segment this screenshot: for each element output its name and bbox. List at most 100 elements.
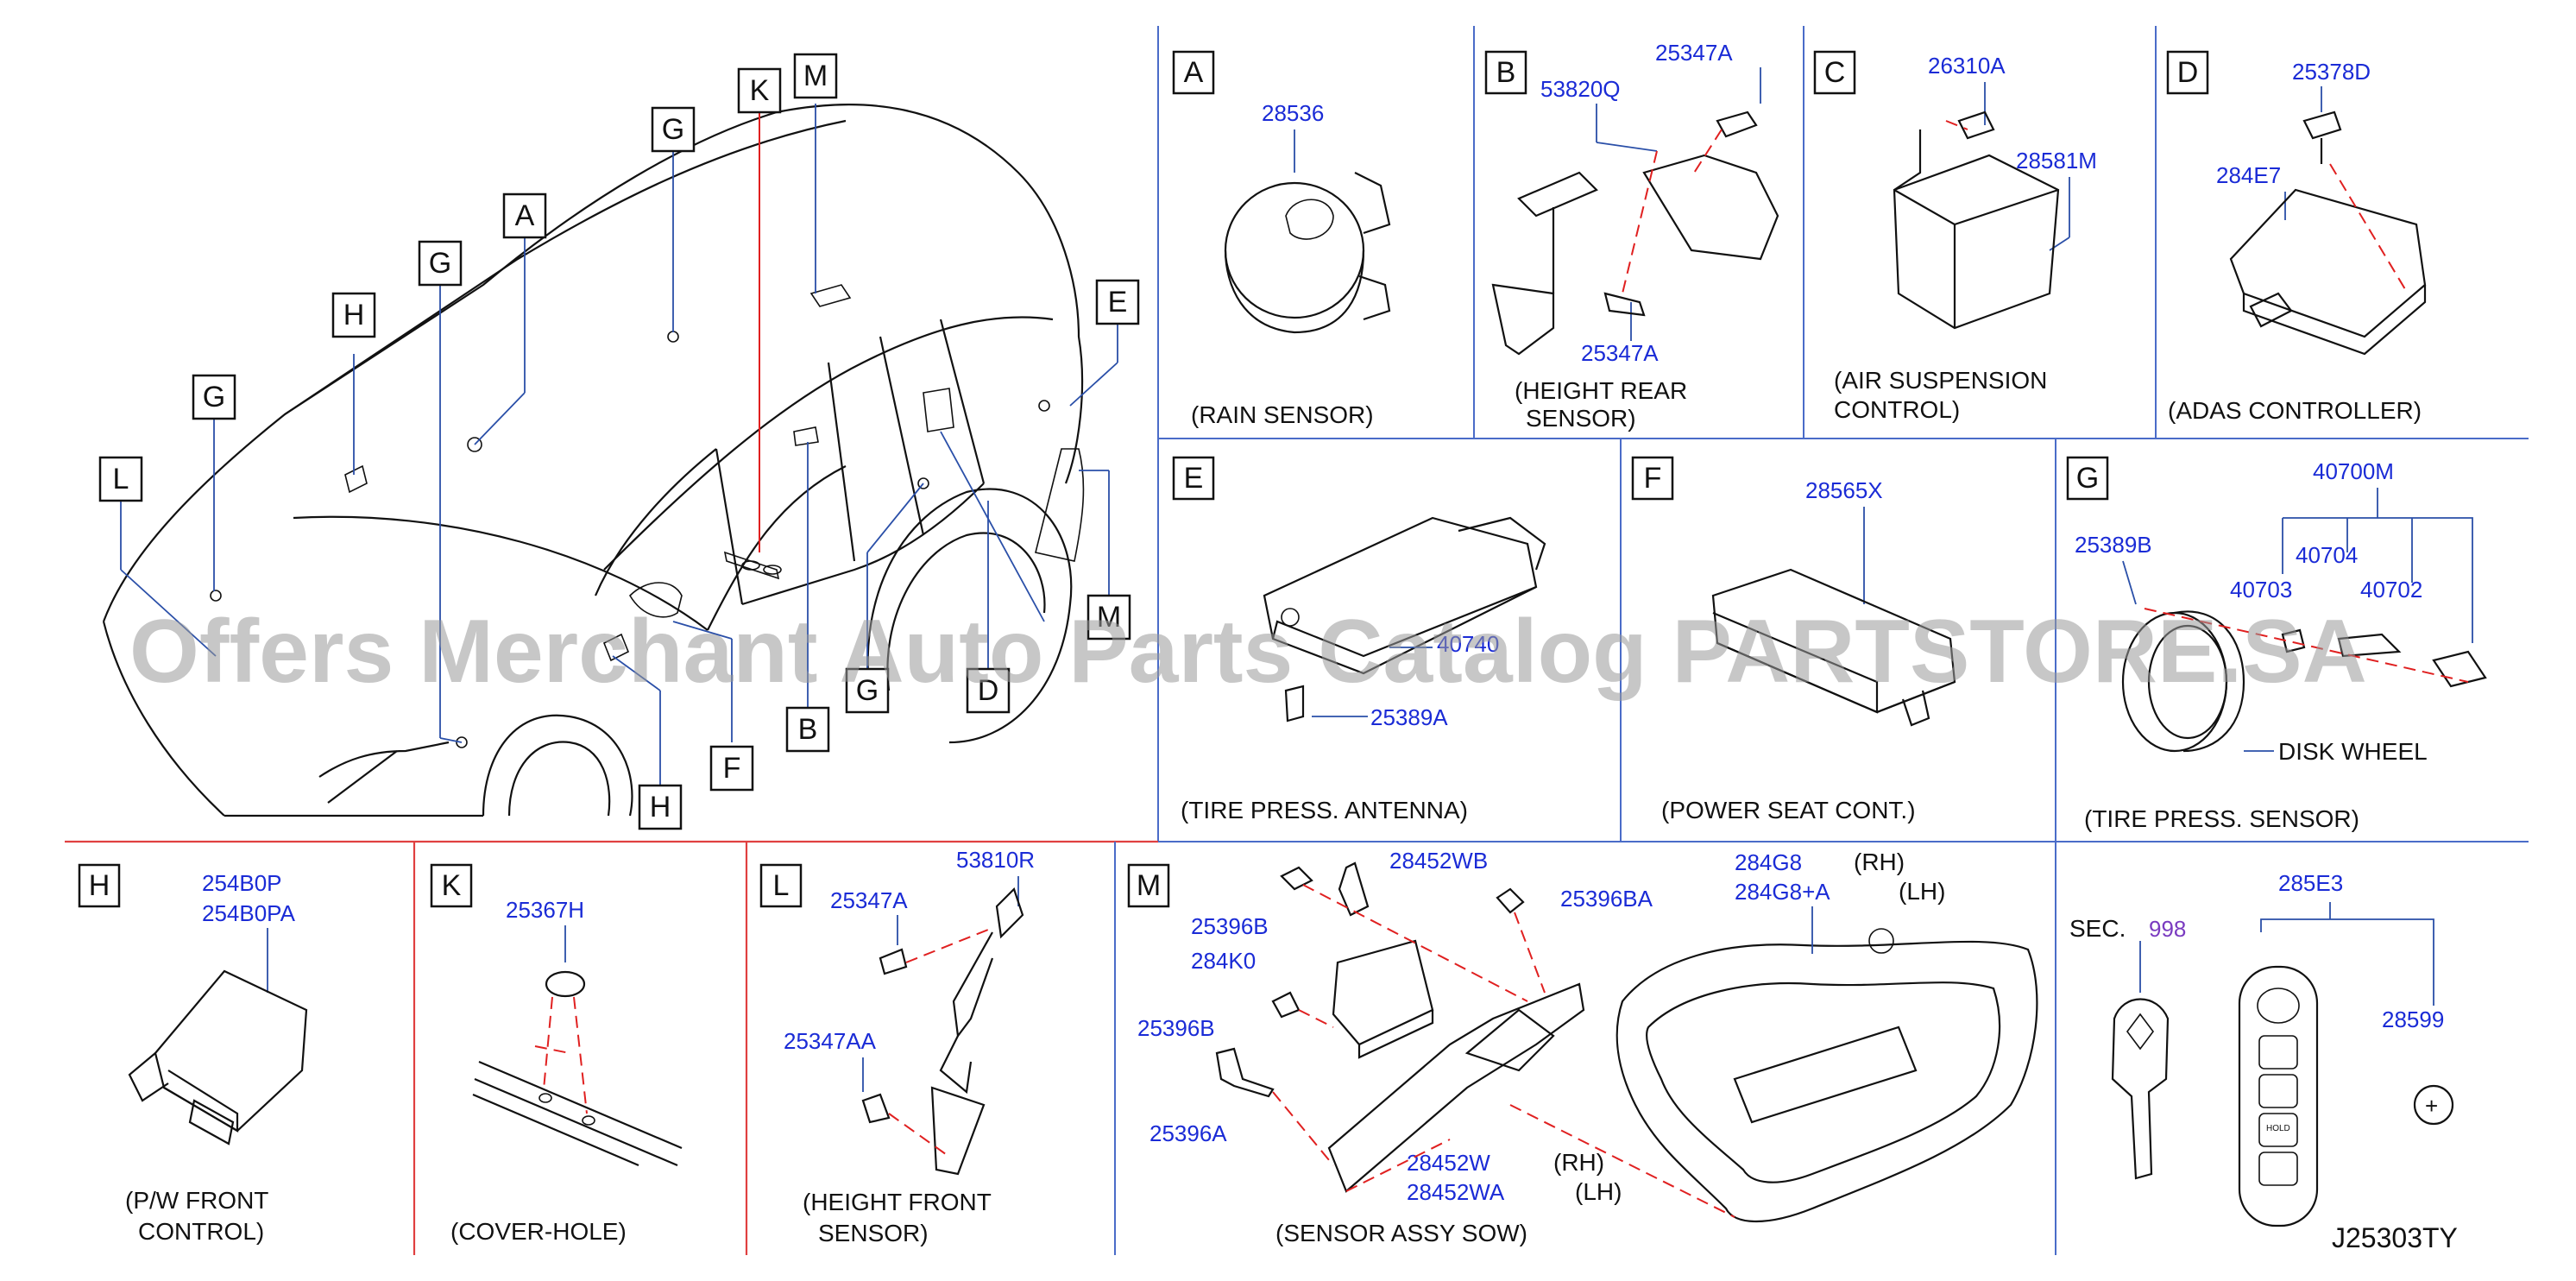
- svg-text:25347AA: 25347AA: [784, 1028, 877, 1054]
- svg-text:B: B: [1496, 56, 1516, 89]
- callout-h-bottom: H: [638, 784, 683, 830]
- svg-text:28581M: 28581M: [2016, 148, 2097, 174]
- svg-text:28452W: 28452W: [1407, 1150, 1490, 1176]
- panel-m-sensor-assy-sow: M 28452WB 25396BA 25396B 284K0 25396B 25…: [1127, 848, 2038, 1246]
- svg-text:G: G: [203, 381, 225, 413]
- callout-k: K: [737, 67, 782, 114]
- svg-text:SENSOR): SENSOR): [1526, 405, 1636, 432]
- svg-text:25396A: 25396A: [1149, 1120, 1227, 1146]
- svg-text:25396BA: 25396BA: [1560, 886, 1653, 912]
- svg-text:25347A: 25347A: [1655, 40, 1733, 66]
- svg-text:25389B: 25389B: [2075, 532, 2152, 558]
- panel-e-tire-press-antenna: E 40740 25389A (TIRE PRESS. ANTENNA): [1172, 456, 1546, 824]
- svg-text:E: E: [1108, 286, 1128, 319]
- svg-text:(P/W FRONT: (P/W FRONT: [125, 1187, 268, 1214]
- vehicle-callouts: A G G G H L K M E M B G D F H: [98, 53, 1140, 830]
- panel-g-tire-press-sensor: G 40700M 25389B 40704 40703 40702 DISK W…: [2066, 456, 2487, 832]
- svg-text:285E3: 285E3: [2278, 870, 2343, 896]
- svg-text:M: M: [1137, 869, 1161, 902]
- svg-text:K: K: [442, 869, 462, 902]
- svg-text:26310A: 26310A: [1928, 53, 2006, 79]
- vehicle-overview: [102, 104, 1085, 817]
- svg-text:M: M: [1097, 601, 1121, 634]
- panel-h-pw-front-control: H 254B0P 254B0PA (P/W FRONT CONTROL): [78, 863, 308, 1245]
- watermark: Offers Merchant Auto Parts Catalog PARTS…: [129, 602, 2367, 702]
- svg-text:40703: 40703: [2230, 577, 2292, 603]
- panel-k-cover-hole: K 25367H (COVER-HOLE): [430, 863, 683, 1245]
- svg-text:(RH): (RH): [1553, 1149, 1604, 1176]
- svg-text:284E7: 284E7: [2216, 162, 2281, 188]
- svg-text:H: H: [650, 791, 671, 824]
- svg-text:B: B: [798, 713, 818, 746]
- panel-l-height-front-sensor: L 53810R 25347A 25347AA (HEIGHT FRONT SE…: [759, 847, 1035, 1246]
- callout-g-roof: G: [651, 106, 696, 153]
- panel-c-air-suspension-control: C 26310A 28581M (AIR SUSPENSION CONTROL): [1813, 50, 2097, 423]
- svg-text:DISK WHEEL: DISK WHEEL: [2278, 738, 2428, 765]
- svg-text:M: M: [803, 60, 828, 92]
- svg-text:D: D: [978, 674, 999, 707]
- svg-text:25347A: 25347A: [1581, 340, 1659, 366]
- svg-text:254B0P: 254B0P: [202, 870, 282, 896]
- svg-text:F: F: [723, 752, 741, 785]
- svg-text:H: H: [343, 299, 365, 331]
- vehicle-leaders: [120, 104, 1118, 786]
- panel-a-rain-sensor: A 28536 (RAIN SENSOR): [1172, 50, 1391, 428]
- svg-text:40702: 40702: [2360, 577, 2422, 603]
- svg-text:998: 998: [2149, 916, 2186, 942]
- svg-text:G: G: [856, 674, 879, 707]
- svg-text:F: F: [1644, 462, 1662, 495]
- svg-text:E: E: [1184, 462, 1204, 495]
- svg-text:254B0PA: 254B0PA: [202, 900, 296, 926]
- svg-text:SENSOR): SENSOR): [818, 1220, 929, 1246]
- svg-text:40740: 40740: [1437, 631, 1499, 657]
- diagram-code: J25303TY: [2332, 1222, 2458, 1253]
- callout-g-bottom: G: [845, 667, 890, 714]
- svg-text:L: L: [113, 463, 129, 495]
- svg-text:L: L: [773, 869, 790, 902]
- svg-text:(COVER-HOLE): (COVER-HOLE): [450, 1218, 627, 1245]
- callout-l: L: [98, 456, 143, 502]
- callout-b: B: [785, 706, 830, 753]
- svg-text:25378D: 25378D: [2292, 59, 2371, 85]
- svg-text:25389A: 25389A: [1370, 704, 1448, 730]
- svg-text:25396B: 25396B: [1191, 913, 1269, 939]
- svg-text:40700M: 40700M: [2313, 458, 2394, 484]
- svg-text:(ADAS CONTROLLER): (ADAS CONTROLLER): [2168, 397, 2422, 424]
- svg-text:53810R: 53810R: [956, 847, 1035, 873]
- svg-text:H: H: [89, 869, 110, 902]
- svg-text:(AIR SUSPENSION: (AIR SUSPENSION: [1834, 367, 2047, 394]
- panel-f-power-seat-cont: F 28565X (POWER SEAT CONT.): [1631, 456, 1956, 824]
- svg-text:28536: 28536: [1262, 100, 1324, 126]
- svg-text:(TIRE PRESS. ANTENNA): (TIRE PRESS. ANTENNA): [1181, 797, 1468, 824]
- svg-text:(HEIGHT FRONT: (HEIGHT FRONT: [803, 1189, 992, 1215]
- svg-text:(RH): (RH): [1854, 849, 1905, 875]
- svg-text:25396B: 25396B: [1137, 1015, 1215, 1041]
- panel-key-fob: SEC. 998 285E3 28599 HOLD +: [2069, 870, 2454, 1227]
- callout-e: E: [1095, 279, 1140, 325]
- svg-text:(SENSOR ASSY SOW): (SENSOR ASSY SOW): [1275, 1220, 1527, 1246]
- callout-g-left: G: [192, 374, 236, 420]
- panel-grid: [65, 26, 2529, 1255]
- panel-b-height-rear-sensor: B 25347A 53820Q 25347A (HEIGHT REAR SENS…: [1484, 40, 1779, 432]
- callout-d: D: [966, 667, 1011, 714]
- svg-text:25367H: 25367H: [506, 897, 584, 923]
- svg-text:28565X: 28565X: [1805, 477, 1883, 503]
- svg-text:28452WB: 28452WB: [1389, 848, 1488, 874]
- svg-text:284K0: 284K0: [1191, 948, 1256, 974]
- svg-text:CONTROL): CONTROL): [138, 1218, 264, 1245]
- svg-text:D: D: [2177, 56, 2199, 89]
- svg-text:A: A: [515, 199, 535, 232]
- callout-a: A: [502, 192, 547, 239]
- callout-f: F: [709, 745, 754, 792]
- svg-text:G: G: [2076, 462, 2099, 495]
- svg-text:SEC.: SEC.: [2069, 915, 2126, 942]
- svg-text:G: G: [429, 247, 451, 280]
- svg-text:HOLD: HOLD: [2266, 1124, 2290, 1133]
- callout-h-top: H: [331, 292, 376, 338]
- svg-text:+: +: [2425, 1093, 2438, 1119]
- svg-text:(TIRE PRESS. SENSOR): (TIRE PRESS. SENSOR): [2084, 805, 2359, 832]
- svg-text:G: G: [662, 113, 684, 146]
- svg-text:C: C: [1824, 56, 1846, 89]
- svg-text:(LH): (LH): [1899, 878, 1945, 905]
- svg-text:(RAIN SENSOR): (RAIN SENSOR): [1191, 401, 1374, 428]
